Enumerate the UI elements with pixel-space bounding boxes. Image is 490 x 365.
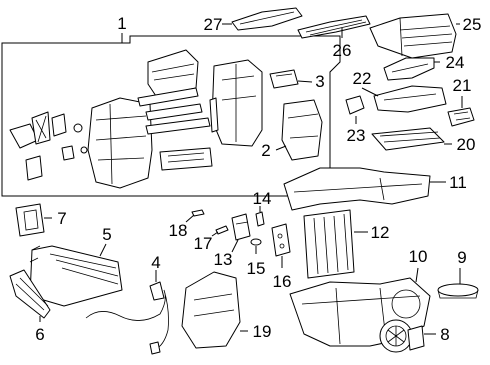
callout-15: 15 [247, 238, 266, 278]
callout-27: 27 [204, 7, 303, 34]
callout-16-label: 16 [273, 272, 292, 291]
callout-13: 13 [214, 213, 251, 269]
callout-11-label: 11 [449, 173, 467, 192]
callout-1: 1 [1, 14, 341, 197]
callout-12: 12 [303, 209, 390, 279]
callout-22: 22 [353, 69, 447, 113]
callout-3: 3 [297, 72, 325, 91]
callout-14: 14 [253, 189, 272, 227]
callout-25-label: 25 [463, 15, 482, 34]
callout-23: 23 [345, 95, 366, 145]
callout-6-label: 6 [35, 325, 44, 344]
callout-26: 26 [297, 15, 371, 60]
callout-1-label: 1 [117, 14, 126, 33]
callout-5: 5 [29, 225, 123, 307]
callout-24-label: 24 [446, 53, 465, 72]
callout-5-label: 5 [102, 225, 111, 244]
callout-4-label: 4 [151, 253, 160, 272]
callout-9: 9 [437, 248, 479, 299]
callout-8-label: 8 [440, 325, 449, 344]
callout-4: 4 [85, 253, 169, 355]
callout-2: 2 [261, 141, 287, 160]
callout-27-label: 27 [204, 15, 223, 34]
callout-22-label: 22 [353, 69, 372, 88]
callout-23-label: 23 [347, 126, 366, 145]
callout-13-label: 13 [214, 250, 233, 269]
callout-7-label: 7 [57, 209, 66, 228]
callout-17-label: 17 [194, 234, 213, 253]
callout-9-label: 9 [457, 248, 466, 267]
callout-18-label: 18 [169, 221, 188, 240]
callout-18: 18 [169, 209, 205, 240]
callout-8: 8 [379, 319, 450, 353]
callout-12-label: 12 [371, 223, 390, 242]
callout-19: 19 [181, 271, 272, 349]
callout-26-label: 26 [333, 41, 352, 60]
callout-15-label: 15 [247, 259, 266, 278]
callout-14-label: 14 [253, 189, 272, 208]
callout-17: 17 [194, 225, 229, 253]
hvac-module-exploded-parts [9, 49, 323, 189]
callout-11: 11 [283, 167, 467, 211]
callout-16: 16 [271, 223, 292, 291]
callout-24: 24 [383, 53, 465, 81]
assembly-frame [1, 35, 341, 197]
callout-6: 6 [9, 269, 51, 344]
callout-20-label: 20 [457, 135, 476, 154]
callout-10-label: 10 [409, 247, 428, 266]
callout-7: 7 [15, 203, 67, 237]
callout-2-label: 2 [261, 141, 270, 160]
callout-25: 25 [369, 13, 482, 59]
callout-21: 21 [447, 76, 475, 127]
callout-19-label: 19 [253, 322, 272, 341]
callout-20: 20 [371, 127, 476, 154]
callout-21-label: 21 [453, 76, 472, 95]
callout-3-label: 3 [315, 72, 324, 91]
